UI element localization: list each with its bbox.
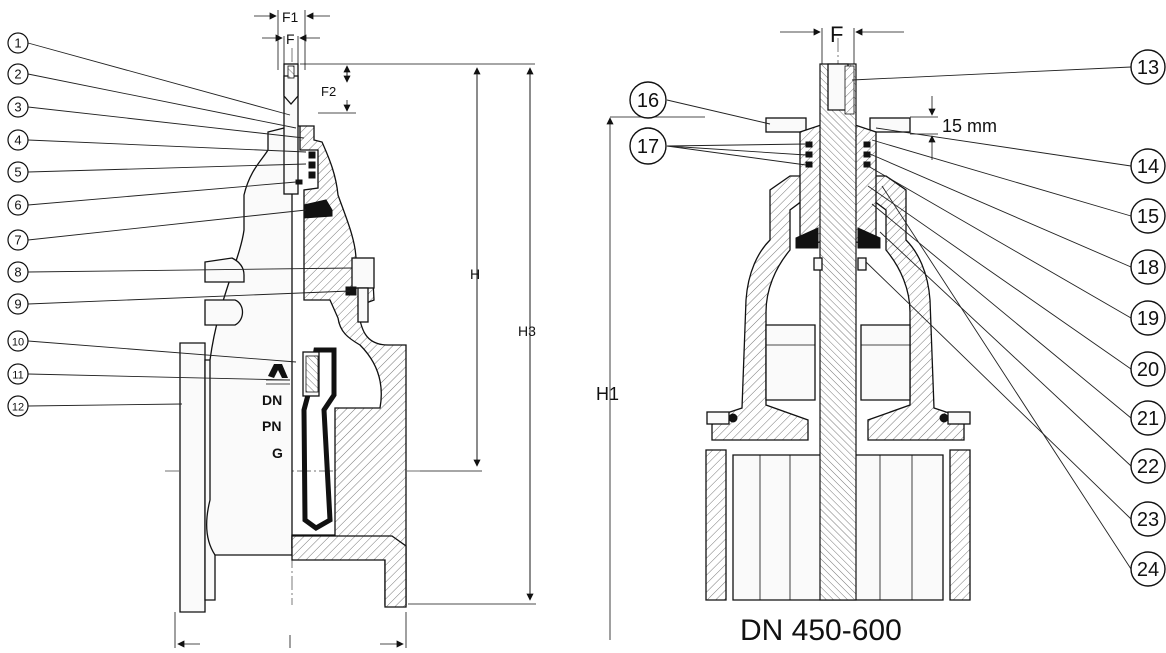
callout-label-22: 22 [1137,456,1159,478]
dim-h-label: H [470,266,480,282]
leader-line-2 [27,73,297,129]
dim-f1-label: F1 [282,9,299,25]
callout-23: 23 [1130,501,1166,537]
caption-dn-450-600: DN 450-600 [740,614,902,647]
callout-label-6: 6 [14,198,21,213]
callout-label-20: 20 [1137,359,1159,381]
callout-label-21: 21 [1137,408,1159,430]
leader-line-16-0 [666,99,771,125]
callout-8: 8 [7,261,29,283]
callout-17: 17 [629,127,667,165]
callout-24: 24 [1130,551,1166,587]
callout-15: 15 [1130,198,1166,234]
leader-line-11 [27,373,291,381]
callout-label-3: 3 [14,100,21,115]
callout-20: 20 [1130,351,1166,387]
callout-22: 22 [1130,448,1166,484]
callout-13: 13 [1130,49,1166,85]
callout-label-11: 11 [12,370,23,382]
leader-line-14 [875,127,1132,167]
right-valve-view: 16 17 13 14 15 18 19 20 21 22 23 24 F 15 mm H1 DN 4… [596,22,1166,647]
callout-7: 7 [7,229,29,251]
body-marking-pn: PN [262,418,281,434]
leader-line-19 [867,165,1132,319]
leader-line-3 [27,106,305,139]
callout-label-24: 24 [1137,559,1159,581]
callout-2: 2 [7,63,29,85]
leader-line-12 [27,403,183,407]
callout-label-5: 5 [14,165,21,180]
callout-label-19: 19 [1137,308,1159,330]
leader-line-18 [869,153,1132,268]
leader-line-4 [27,139,307,153]
callout-label-12: 12 [12,402,24,414]
callout-18: 18 [1130,249,1166,285]
leader-line-6 [27,181,297,206]
callout-10: 10 [7,330,29,352]
leader-line-21 [871,203,1132,419]
callout-label-13: 13 [1137,57,1159,79]
callout-11: 11 [7,363,29,385]
callout-label-4: 4 [14,133,21,148]
callout-label-2: 2 [14,67,21,82]
leader-line-13 [851,66,1132,81]
callout-label-1: 1 [14,36,21,51]
callout-label-10: 10 [12,337,24,349]
leader-line-1 [27,42,291,116]
leader-line-23 [865,261,1132,520]
callout-3: 3 [7,96,29,118]
leader-line-7 [27,209,307,241]
dim-h3-label: H3 [518,323,536,339]
callout-label-16: 16 [637,90,659,112]
leader-line-17-1 [666,145,807,156]
leader-line-17-0 [666,143,807,147]
callout-label-15: 15 [1137,206,1159,228]
callout-9: 9 [7,293,29,315]
leader-line-24 [881,185,1132,570]
callout-label-23: 23 [1137,509,1159,531]
dim-f-label: F [286,31,295,47]
callout-6: 6 [7,194,29,216]
dim-15mm-label: 15 mm [942,116,997,136]
callout-label-18: 18 [1137,257,1159,279]
leader-line-17-2 [666,145,807,166]
callout-label-14: 14 [1137,156,1159,178]
callout-label-7: 7 [14,233,21,248]
dim-h1-label: H1 [596,384,619,404]
callout-21: 21 [1130,400,1166,436]
leader-line-10 [27,340,297,363]
leader-line-9 [27,290,351,305]
callout-12: 12 [7,395,29,417]
callout-1: 1 [7,32,29,54]
callout-label-9: 9 [14,297,21,312]
dim-f2-label: F2 [321,84,336,99]
callout-4: 4 [7,129,29,151]
leader-line-20 [867,185,1132,370]
callout-label-17: 17 [637,136,659,158]
dim-f-right-label: F [830,22,843,47]
leader-line-8 [27,267,353,273]
callout-16: 16 [629,81,667,119]
leader-line-15 [871,139,1132,217]
body-marking-dn: DN [262,392,282,408]
callout-19: 19 [1130,300,1166,336]
body-marking-g: G [272,445,283,461]
leader-line-22 [879,231,1132,467]
callout-5: 5 [7,161,29,183]
callout-14: 14 [1130,148,1166,184]
callout-label-8: 8 [14,265,21,280]
leader-line-5 [27,163,307,173]
